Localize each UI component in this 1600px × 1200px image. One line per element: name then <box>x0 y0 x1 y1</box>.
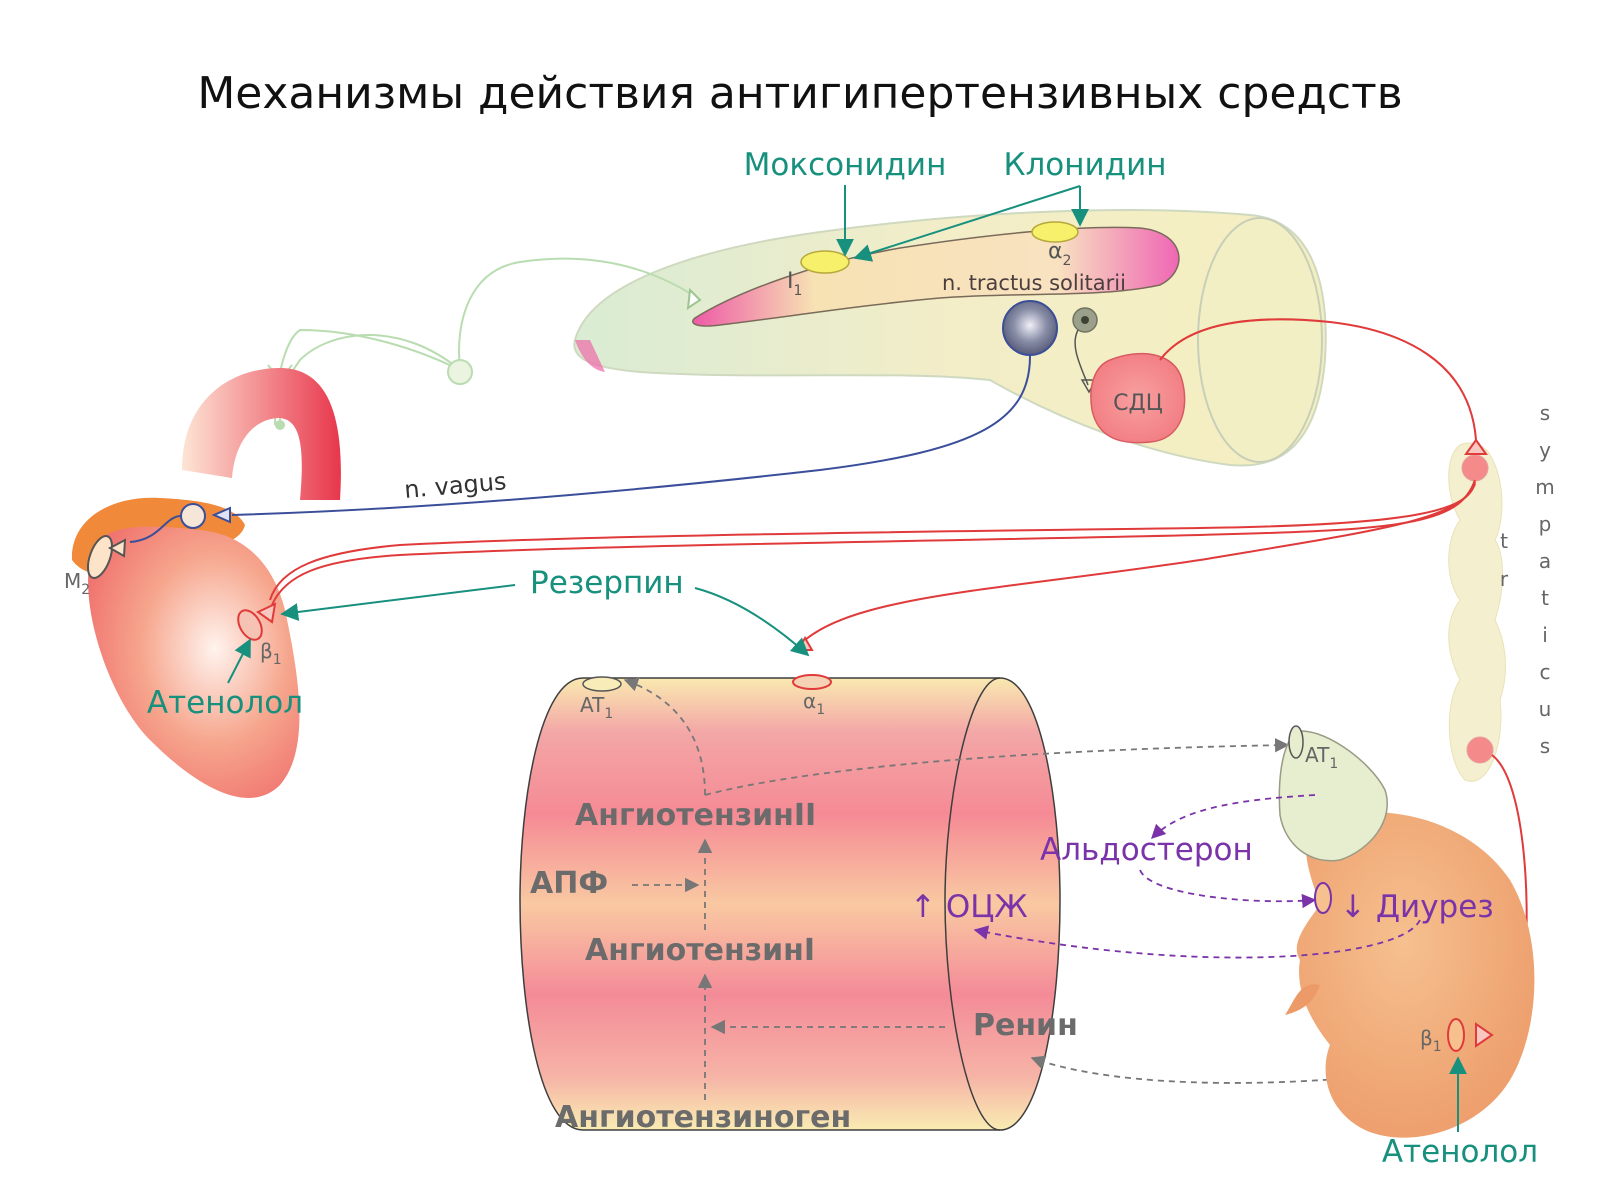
angiotensin-2-label: АнгиотензинII <box>575 798 816 833</box>
sympathicus-letter: s <box>1540 401 1550 425</box>
truncus-label: tr <box>1500 529 1509 591</box>
trunk-to-vessel <box>804 483 1476 641</box>
brainstem-pink-tip <box>575 340 605 372</box>
sympathicus-letter: t <box>1541 586 1549 610</box>
aldosterone-label: Альдостерон <box>1040 832 1253 868</box>
adrenal-gland <box>1278 730 1388 862</box>
truncus-letter: r <box>1500 567 1509 591</box>
aortic-arch <box>182 368 341 500</box>
sdc-region <box>1090 352 1186 444</box>
i1-receptor-label: I1 <box>787 269 802 299</box>
trunk-to-heart <box>271 479 1476 606</box>
drug-annotations: Моксонидин Клонидин Резерпин Атенолол Ат… <box>147 147 1538 1170</box>
interneuron-core <box>1081 316 1089 324</box>
sympathetic-ganglion-lower <box>1466 736 1494 764</box>
clonidine-label: Клонидин <box>1003 147 1166 183</box>
vagus-label: n. vagus <box>403 467 507 504</box>
sympathicus-letter: p <box>1539 512 1552 536</box>
sympathetic-chain <box>1448 442 1506 782</box>
sympathetic-ganglion-upper <box>1461 454 1489 482</box>
b1-sympathetic-terminal-kidney <box>1475 1022 1494 1048</box>
bcv-label: ↑ ОЦЖ <box>910 889 1028 925</box>
brainstem-cut-surface <box>1197 217 1323 463</box>
sympathicus-letter: s <box>1540 734 1550 758</box>
a2-receptor <box>1031 221 1079 243</box>
diuresis-label: ↓ Диурез <box>1340 889 1494 925</box>
sympathicus-letter: m <box>1535 475 1554 499</box>
vagus-ganglion <box>180 503 206 529</box>
renin-label: Ренин <box>973 1008 1078 1043</box>
sympathicus-letter: a <box>1539 549 1551 573</box>
sympathicus-letter: c <box>1540 660 1551 684</box>
sympathicus-letter: i <box>1542 623 1548 647</box>
nts-region <box>692 226 1180 327</box>
a2-receptor-label: α2 <box>1048 239 1071 269</box>
renal-tubule-receptor <box>1314 882 1332 914</box>
m2-vagal-terminal <box>107 538 127 558</box>
aldosterone-arrows <box>973 794 1421 959</box>
angiotensinogen-label: Ангиотензиноген <box>555 1100 851 1135</box>
medulla-oblongata: I1 α2 n. tractus solitarii СДЦ <box>573 209 1327 467</box>
kidney-body <box>1296 812 1535 1138</box>
nts-label: n. tractus solitarii <box>942 271 1126 295</box>
trunk-to-heart-2 <box>269 481 1476 601</box>
b1-receptor-heart <box>237 609 263 641</box>
diagram-title: Механизмы действия антигипертензивных ср… <box>197 68 1402 119</box>
atenolol-heart-label: Атенолол <box>147 685 303 721</box>
i1-receptor <box>800 250 850 274</box>
vessel-right-rim <box>944 677 1001 1131</box>
vagal-nucleus <box>1002 300 1058 356</box>
heart-ventricle <box>88 526 300 798</box>
b1-receptor-kidney <box>1447 1018 1465 1052</box>
b1-receptor-heart-label: β1 <box>260 639 282 668</box>
angiotensin-1-label: АнгиотензинI <box>585 933 815 968</box>
sdc-to-trunk <box>1159 318 1477 441</box>
atenolol-kidney-label: Атенолол <box>1382 1134 1538 1170</box>
kidney: AT1 β1 Альдостерон ↓ Диурез <box>1040 725 1535 1138</box>
at1-receptor-adrenal <box>1288 725 1304 759</box>
at1-receptor-adrenal-label: AT1 <box>1305 743 1338 772</box>
ace-label: АПФ <box>530 866 608 901</box>
sdc-label: СДЦ <box>1113 391 1163 416</box>
sympathicus-letter: y <box>1539 438 1551 462</box>
m2-receptor-label: M2 <box>64 569 90 598</box>
sympathetic-efferents <box>269 318 1528 1021</box>
sympathetic-trunk-terminal <box>1464 438 1488 455</box>
truncus-letter: t <box>1500 529 1508 553</box>
sympathicus-letter: u <box>1539 697 1552 721</box>
a1-receptor-vessel <box>792 674 832 690</box>
m2-receptor <box>86 535 114 579</box>
blood-vessel: AT1 α1 АнгиотензинII АПФ АнгиотензинI Ан… <box>519 674 1078 1135</box>
heart: M2 β1 <box>64 368 341 798</box>
a1-receptor-vessel-label: α1 <box>803 689 825 718</box>
at1-receptor-vessel <box>582 676 622 692</box>
vagus-terminal <box>211 506 231 524</box>
moxonidine-label: Моксонидин <box>744 147 947 183</box>
reserpine-label: Резерпин <box>530 565 684 601</box>
b1-receptor-kidney-label: β1 <box>1420 1026 1442 1055</box>
at1-receptor-vessel-label: AT1 <box>580 693 613 722</box>
b1-sympathetic-terminal-heart <box>256 602 277 624</box>
kidney-hilum-vessel <box>1285 984 1320 1015</box>
